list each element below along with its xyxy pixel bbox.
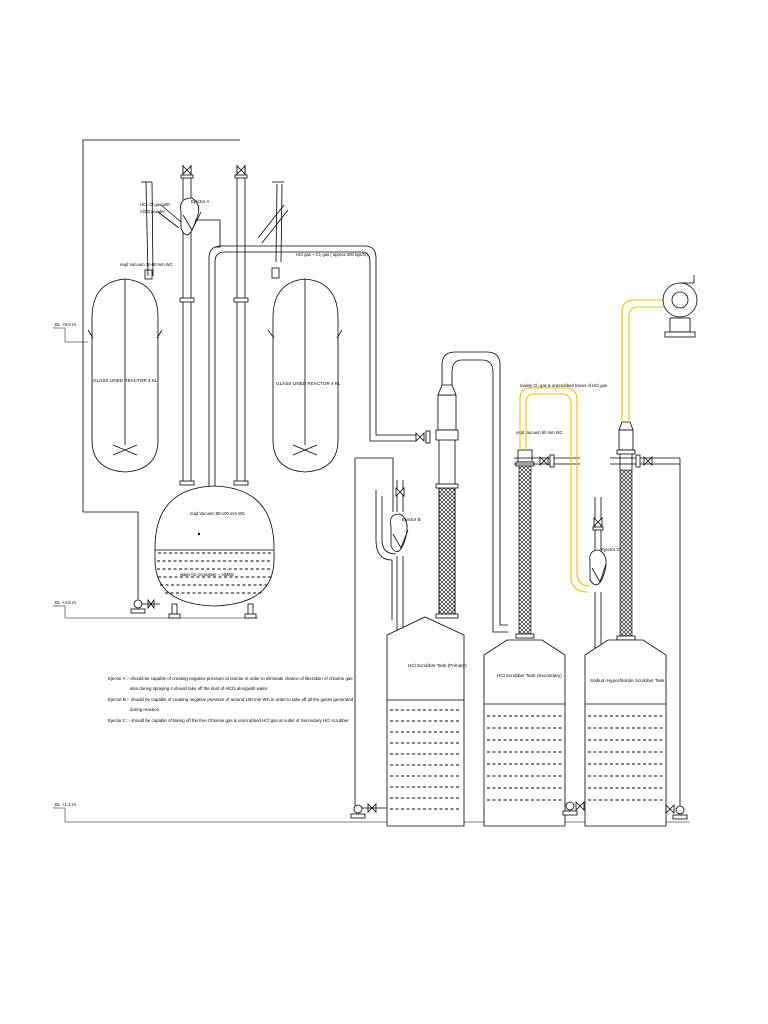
- receiver-vessel: reqd Vacuum 80-100 mm WC water for circu…: [154, 485, 275, 619]
- primary-scrubber-column: [435, 384, 459, 619]
- vacuum-reactor-label: reqd Vacuum 30-50 mm WC: [120, 262, 173, 267]
- alcl3-feed-nozzle-right: [257, 181, 289, 263]
- cl2-gas-label: mainly Cl₂ gas & unscrubbed traces of HC…: [520, 383, 607, 388]
- elevation-marker-9m: EL +9.0 m: [53, 322, 88, 343]
- secondary-scrubber-tank: HCl Scrubber Tank (Secondary): [483, 639, 566, 827]
- vacuum-receiver-label: reqd Vacuum 80-100 mm WC: [190, 511, 245, 516]
- water-circulation-line: [82, 139, 240, 512]
- hcl-cl2-gas-label: HCl gas + Cl₂ gas ( approx 200 kgs/hr): [296, 252, 368, 257]
- glass-lined-reactor-2: GLASS LINED REACTOR 4 KL: [267, 267, 343, 473]
- ejector-notes: Ejector A :- should be capable of creati…: [108, 676, 354, 723]
- gas-alcl3-label: AlCl3 powder: [140, 209, 166, 214]
- note-ejector-b-cont: during reaction: [130, 707, 160, 712]
- primary-circulation-pump: [350, 803, 387, 819]
- alcl3-feed-nozzle-left: [141, 181, 154, 277]
- vacuum-secondary-label: reqd Vacuum 50 mm WC: [516, 430, 563, 435]
- water-return-line: [83, 511, 139, 600]
- reactor-vent-line: [196, 219, 221, 248]
- gas-alcl3-label: HCL Cl gas with: [140, 202, 171, 207]
- hypochloride-scrubber-column: [610, 421, 681, 806]
- valve-ejector-c: [593, 517, 603, 527]
- elevation-label: EL +4.5 m: [55, 600, 76, 605]
- blower-fan: [662, 275, 698, 338]
- valve-hypo-top: [635, 454, 653, 468]
- elevation-marker-1-2m: EL +1.2 m: [53, 802, 690, 823]
- note-ejector-a-cont: also during spraying it should take off …: [130, 686, 268, 691]
- elevation-marker-4-5m: EL +4.5 m: [53, 600, 258, 619]
- circulation-pump: [130, 598, 160, 614]
- note-ejector-c: Ejector C :- should be capable of taking…: [108, 718, 349, 723]
- ejector-a-downcomer-right: [233, 165, 249, 486]
- hcl-cl2-gas-line: [208, 245, 416, 488]
- valve-ejector-b: [395, 487, 405, 497]
- reactor-label: GLASS LINED REACTOR 4 KL: [93, 378, 158, 383]
- receiver-liquid-label: water for circulation -- AlMEE: [180, 572, 234, 577]
- ejector-a: Ejector A: [180, 197, 210, 236]
- ejector-c: Ejector C: [589, 547, 621, 586]
- ejector-b: Ejector B: [390, 513, 421, 553]
- ejector-label: Ejector B: [402, 517, 421, 522]
- tank-label: HCl Scrubber Tank (Primary): [408, 663, 467, 668]
- valve-primary-inlet: [415, 430, 431, 444]
- ejector-label: Ejector A: [191, 199, 210, 204]
- valve-downcomer-right: [234, 165, 248, 179]
- valve-downcomer-left: [180, 165, 194, 179]
- glass-lined-reactor-1: GLASS LINED REACTOR 4 KL: [87, 269, 163, 473]
- ejector-b-suction-line: [354, 457, 394, 808]
- primary-scrubber-tank: HCl Scrubber Tank (Primary): [386, 616, 467, 827]
- tank-label: Sodium Hypochloride Scrubber Tank: [590, 678, 665, 683]
- valve-secondary-top: [539, 454, 555, 468]
- elevation-label: EL +1.2 m: [55, 802, 76, 807]
- blower-suction-line: [621, 299, 668, 422]
- hypo-circulation-pump: [665, 804, 688, 820]
- cl2-gas-line: [519, 387, 591, 587]
- note-ejector-a: Ejector A :- should be capable of creati…: [108, 676, 353, 681]
- reactor-label: GLASS LINED REACTOR 4 KL: [276, 381, 341, 386]
- hypochloride-scrubber-tank: Sodium Hypochloride Scrubber Tank: [584, 639, 667, 827]
- note-ejector-b: Ejector B :- should be capable of creati…: [108, 697, 354, 702]
- alcl3-gas-inlet: [160, 204, 182, 223]
- elevation-label: EL +9.0 m: [55, 322, 76, 327]
- tank-label: HCl Scrubber Tank (Secondary): [497, 673, 562, 678]
- ejector-label: Ejector C: [601, 547, 621, 552]
- secondary-circulation-pump: [562, 801, 585, 816]
- secondary-scrubber-column: [514, 449, 580, 639]
- primary-to-secondary-line: [441, 351, 508, 626]
